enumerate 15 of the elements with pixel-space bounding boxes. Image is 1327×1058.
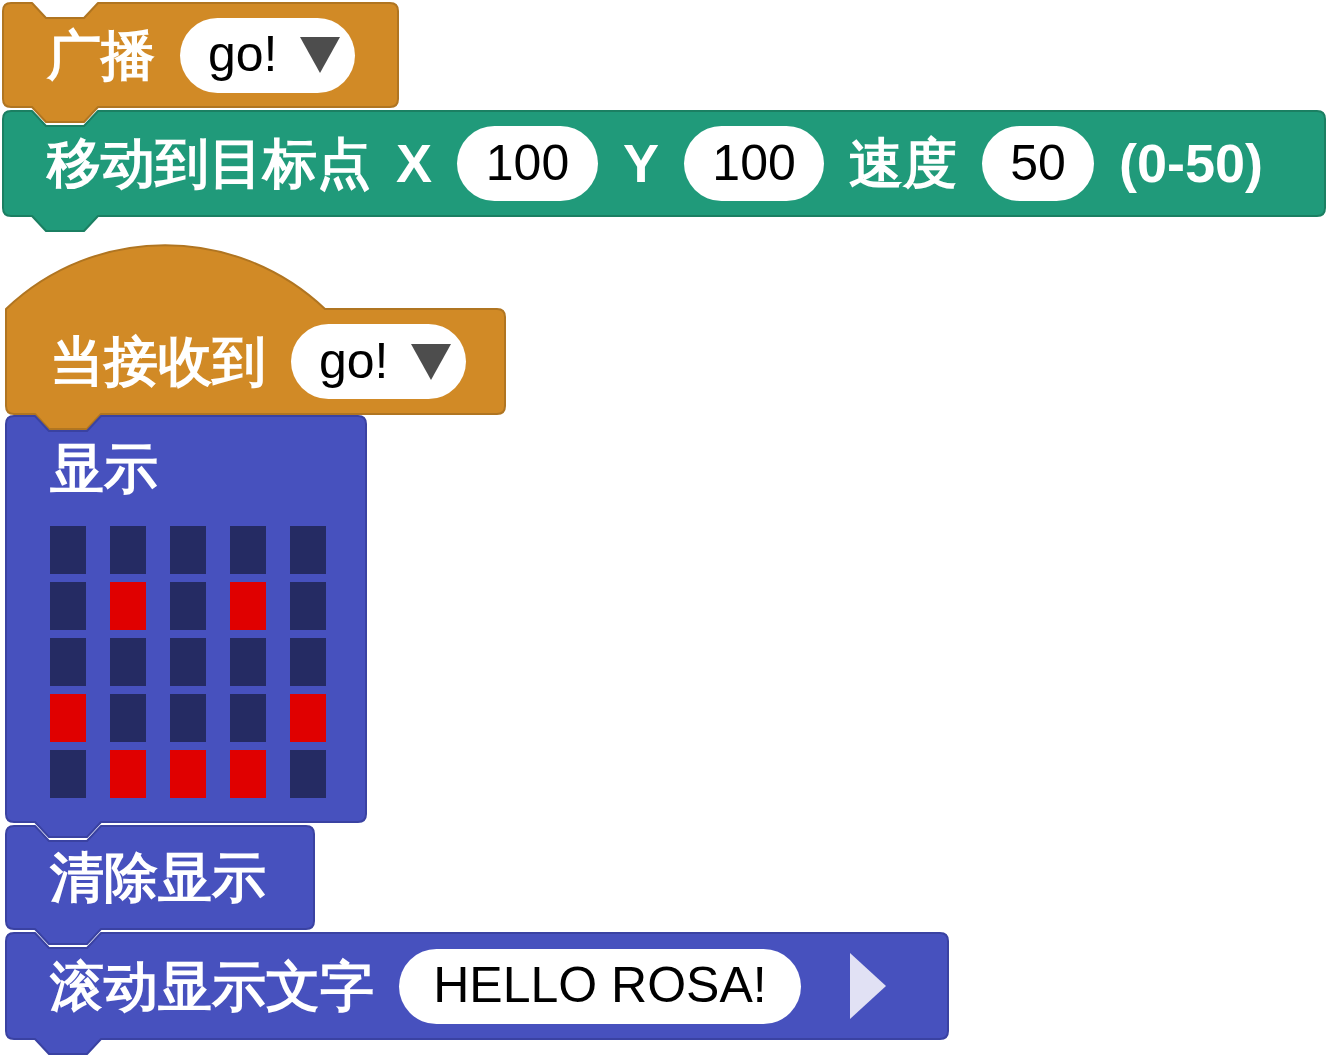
block-label: 移动到目标点 xyxy=(47,132,371,195)
text-input-field: HELLO ROSA! xyxy=(399,948,801,1024)
command-block xyxy=(5,932,949,1056)
command-block xyxy=(2,110,1326,233)
block-label: (0-50) xyxy=(1119,132,1264,195)
block-label: 显示 xyxy=(50,436,158,500)
block-label: X xyxy=(396,132,433,195)
dropdown-menu: go! xyxy=(291,324,466,399)
block-label: 当接收到 xyxy=(50,330,266,393)
block-label: 滚动显示文字 xyxy=(50,954,374,1018)
block-label: 速度 xyxy=(849,132,958,195)
hat-block xyxy=(5,243,506,431)
block-label: 广播 xyxy=(47,23,155,87)
block-label: Y xyxy=(623,132,660,195)
block-label: 清除显示 xyxy=(50,846,266,909)
